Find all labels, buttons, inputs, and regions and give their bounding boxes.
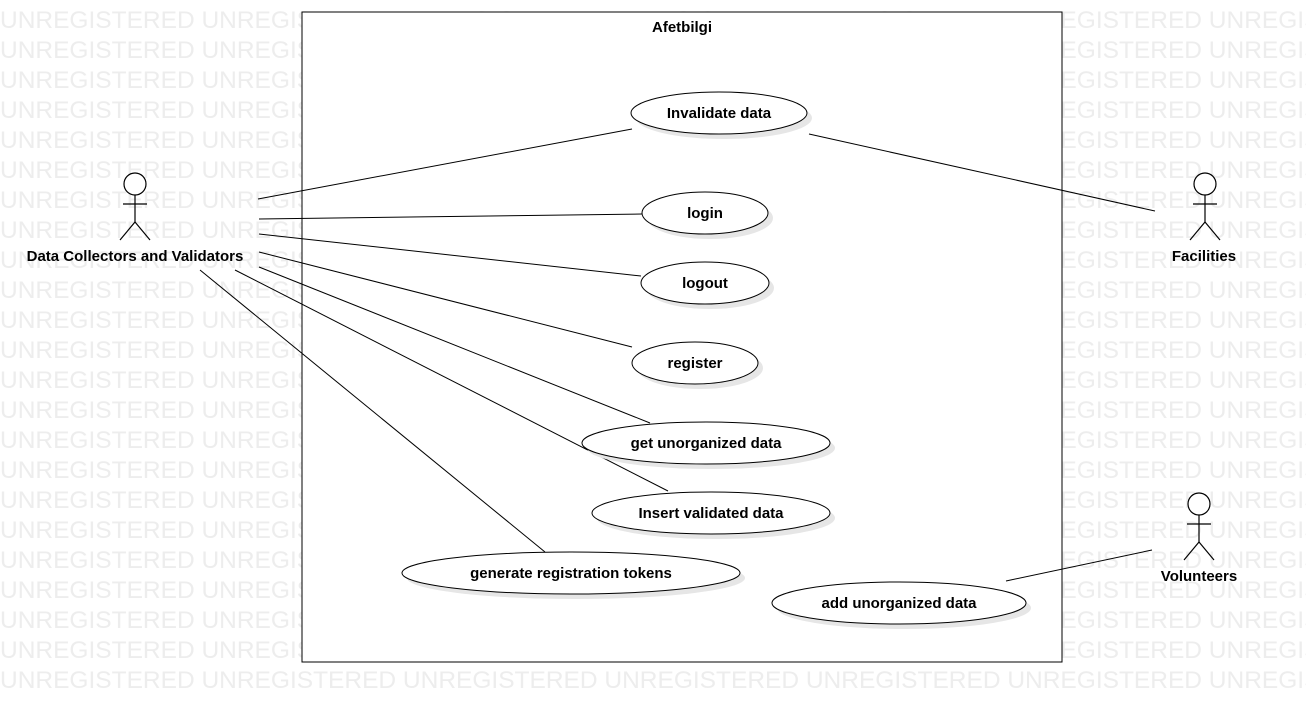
use-case-label: login (687, 205, 723, 222)
assoc-collectors-invalidate[interactable] (257, 128, 633, 200)
assoc-volunteers-add-unorganized[interactable] (1005, 549, 1153, 582)
use-case-ellipse (401, 551, 741, 595)
assoc-collectors-generate-tokens[interactable] (199, 269, 546, 553)
stick-figure-icon (1183, 492, 1215, 561)
assoc-collectors-register[interactable] (258, 251, 633, 348)
use-case-generate-tokens[interactable]: generate registration tokens (401, 551, 745, 599)
actor-data-collectors-and-validators[interactable]: Data Collectors and Validators (27, 172, 244, 265)
use-case-register[interactable]: register (631, 341, 763, 389)
actor-label: Volunteers (1161, 568, 1237, 585)
use-case-ellipse (641, 191, 769, 235)
use-case-login[interactable]: login (641, 191, 773, 239)
use-case-label: Insert validated data (638, 505, 784, 522)
use-case-label: register (667, 355, 722, 372)
assoc-collectors-get-unorganized[interactable] (258, 266, 651, 424)
use-case-ellipse (640, 261, 770, 305)
use-case-invalidate[interactable]: Invalidate data (630, 91, 812, 139)
assoc-collectors-login[interactable] (258, 213, 643, 220)
use-case-logout[interactable]: logout (640, 261, 774, 309)
use-case-add-unorganized[interactable]: add unorganized data (771, 581, 1031, 629)
use-case-insert-validated[interactable]: Insert validated data (591, 491, 835, 539)
assoc-facilities-invalidate[interactable] (808, 133, 1156, 212)
assoc-collectors-logout[interactable] (258, 233, 642, 277)
stick-figure-icon (119, 172, 151, 241)
actor-volunteers[interactable]: Volunteers (1161, 492, 1237, 585)
actor-facilities[interactable]: Facilities (1172, 172, 1236, 265)
use-case-label: generate registration tokens (470, 565, 672, 582)
use-case-ellipse (631, 341, 759, 385)
use-case-label: logout (682, 275, 728, 292)
use-case-ellipse (591, 491, 831, 535)
stick-figure-icon (1189, 172, 1221, 241)
use-case-ellipse (581, 421, 831, 465)
system-title: Afetbilgi (652, 19, 712, 36)
actor-label: Facilities (1172, 248, 1236, 265)
use-case-ellipse (630, 91, 808, 135)
use-case-ellipse (771, 581, 1027, 625)
actor-label: Data Collectors and Validators (27, 248, 244, 265)
use-case-label: add unorganized data (821, 595, 977, 612)
use-case-label: get unorganized data (631, 435, 783, 452)
use-case-get-unorganized[interactable]: get unorganized data (581, 421, 835, 469)
use-case-label: Invalidate data (667, 105, 772, 122)
